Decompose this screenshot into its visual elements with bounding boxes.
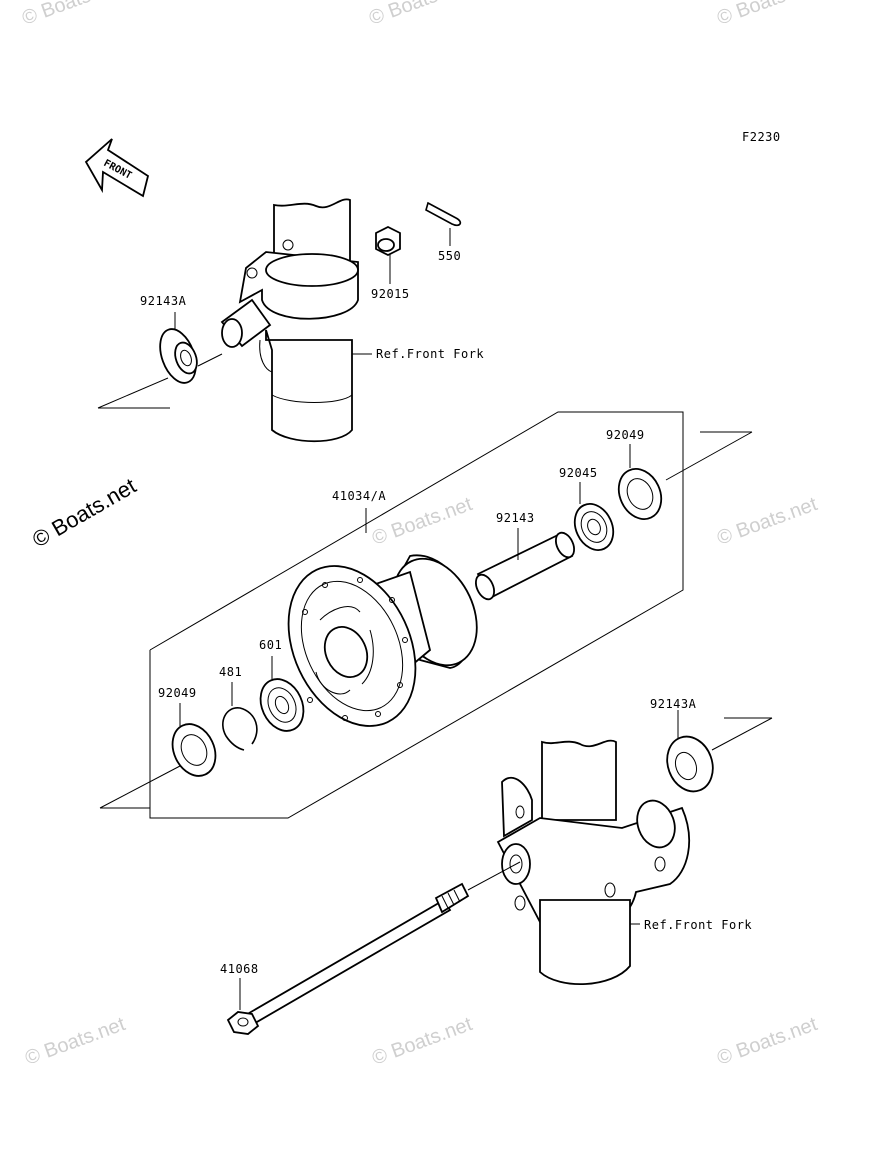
part-41068-axle xyxy=(226,861,521,1035)
part-601-bearing xyxy=(259,656,305,732)
front-direction-arrow: FRONT xyxy=(84,138,150,198)
label-92049-left: 92049 xyxy=(158,686,197,700)
watermark: © Boats.net xyxy=(714,493,820,550)
label-92049-right: 92049 xyxy=(606,428,645,442)
label-92143a-top: 92143A xyxy=(140,294,187,308)
watermark: © Boats.net xyxy=(714,1013,820,1070)
watermark: © Boats.net xyxy=(714,0,820,30)
watermark-layer: © Boats.net © Boats.net © Boats.net © Bo… xyxy=(19,0,820,1070)
part-481-circlip xyxy=(222,682,258,751)
label-92143: 92143 xyxy=(496,511,535,525)
watermark: © Boats.net xyxy=(366,0,472,30)
ref-front-fork-bottom: Ref.Front Fork xyxy=(644,918,752,932)
label-92143a-bottom: 92143A xyxy=(650,697,697,711)
ref-front-fork-top: Ref.Front Fork xyxy=(376,347,484,361)
part-92143a-bottom-collar xyxy=(666,710,714,793)
watermark: © Boats.net xyxy=(369,1013,475,1070)
part-41034a-wheel-hub xyxy=(287,554,478,727)
part-550-cotter-pin xyxy=(425,201,462,246)
label-92015: 92015 xyxy=(371,287,410,301)
part-92015-nut xyxy=(375,225,401,284)
front-fork-bottom xyxy=(496,739,690,986)
part-92045-bearing xyxy=(573,482,615,551)
part-92143a-top-collar xyxy=(159,312,198,384)
label-41068: 41068 xyxy=(220,962,259,976)
axis-line xyxy=(97,377,169,409)
label-92045: 92045 xyxy=(559,466,598,480)
front-fork-top xyxy=(220,198,359,443)
part-92143-spacer xyxy=(475,528,575,601)
part-92049-left-seal xyxy=(171,703,217,777)
label-481: 481 xyxy=(219,665,242,679)
figure-code: F2230 xyxy=(742,130,781,144)
label-41034a: 41034/A xyxy=(332,489,386,503)
watermark-primary: © Boats.net xyxy=(28,473,140,552)
watermark: © Boats.net xyxy=(19,0,125,30)
label-550: 550 xyxy=(438,249,461,263)
part-92049-right-seal xyxy=(617,444,663,520)
watermark: © Boats.net xyxy=(22,1013,128,1070)
label-601: 601 xyxy=(259,638,282,652)
hub-assembly-outline xyxy=(149,411,684,819)
